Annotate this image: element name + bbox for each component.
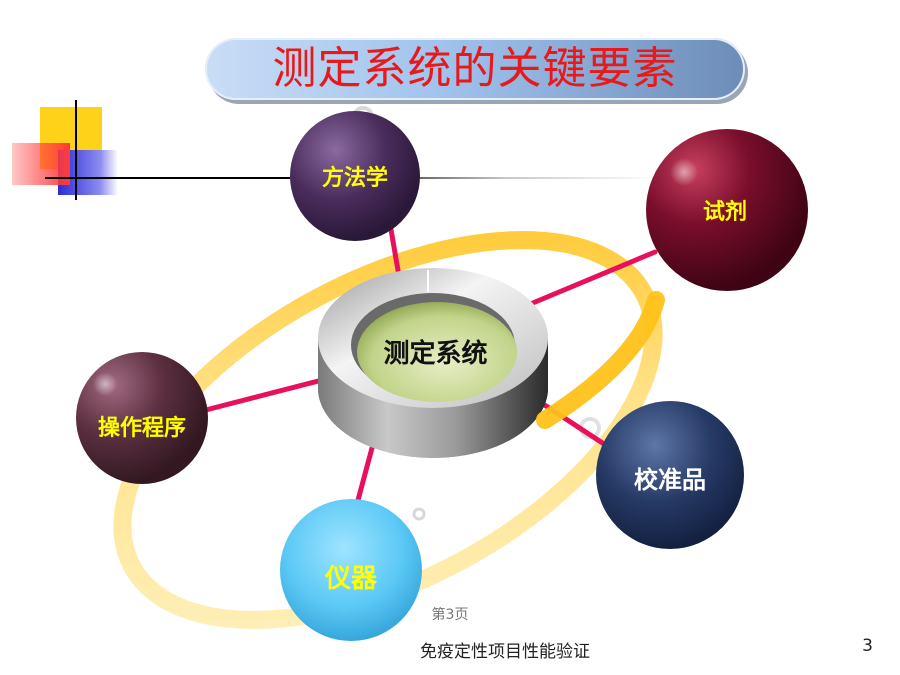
- label-reagent: 试剂: [702, 200, 747, 225]
- center-ring: [318, 268, 548, 458]
- node-methodology: [290, 111, 420, 241]
- spoke-reagent: [525, 249, 658, 308]
- label-methodology: 方法学: [321, 166, 388, 191]
- label-calibrator: 校准品: [634, 466, 706, 494]
- node-calibrator: [596, 401, 744, 549]
- node-instrument: [280, 499, 422, 641]
- label-procedure: 操作程序: [97, 416, 186, 441]
- decor-circle: [412, 507, 426, 521]
- orbit-ring: [113, 231, 663, 629]
- slide-title: 测定系统的关键要素: [272, 43, 678, 94]
- footer-caption: 免疫定性项目性能验证: [420, 642, 590, 662]
- orbit-ring-front: [536, 291, 665, 429]
- title-banner: [205, 38, 745, 100]
- page-marker: 第3页: [431, 607, 469, 623]
- page-number: 3: [862, 636, 873, 656]
- spoke-procedure: [195, 375, 333, 415]
- label-instrument: 仪器: [324, 564, 377, 594]
- label-center: 测定系统: [383, 339, 488, 369]
